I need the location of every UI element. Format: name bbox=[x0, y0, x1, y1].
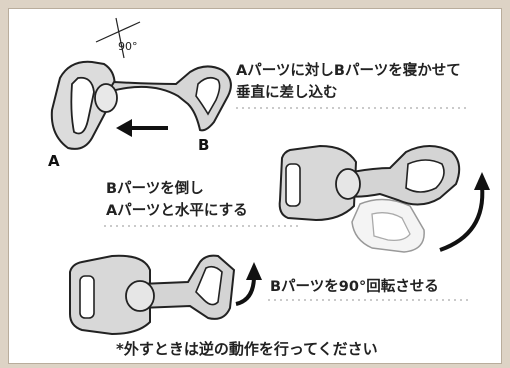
step2-drawing bbox=[278, 144, 490, 253]
step2-instruction: Bパーツを倒し Aパーツと水平にする bbox=[106, 178, 248, 222]
step1-instruction: Aパーツに対しBパーツを寝かせて 垂直に差し込む bbox=[236, 60, 461, 104]
step2-line1: Bパーツを倒し bbox=[106, 181, 204, 197]
step1-line2: 垂直に差し込む bbox=[236, 85, 338, 101]
angle-label: 90° bbox=[118, 40, 138, 53]
step2-line2: Aパーツと水平にする bbox=[106, 203, 248, 219]
step3-instruction: Bパーツを90°回転させる bbox=[270, 276, 439, 298]
step1-drawing bbox=[50, 17, 232, 150]
removal-note: *外すときは逆の動作を行ってください bbox=[116, 340, 378, 358]
step3-drawing bbox=[69, 254, 262, 336]
part-b-label: B bbox=[198, 136, 210, 154]
step3-line1: Bパーツを90°回転させる bbox=[270, 279, 439, 295]
step1-line1: Aパーツに対しBパーツを寝かせて bbox=[236, 63, 461, 79]
part-a-label: A bbox=[48, 152, 60, 170]
